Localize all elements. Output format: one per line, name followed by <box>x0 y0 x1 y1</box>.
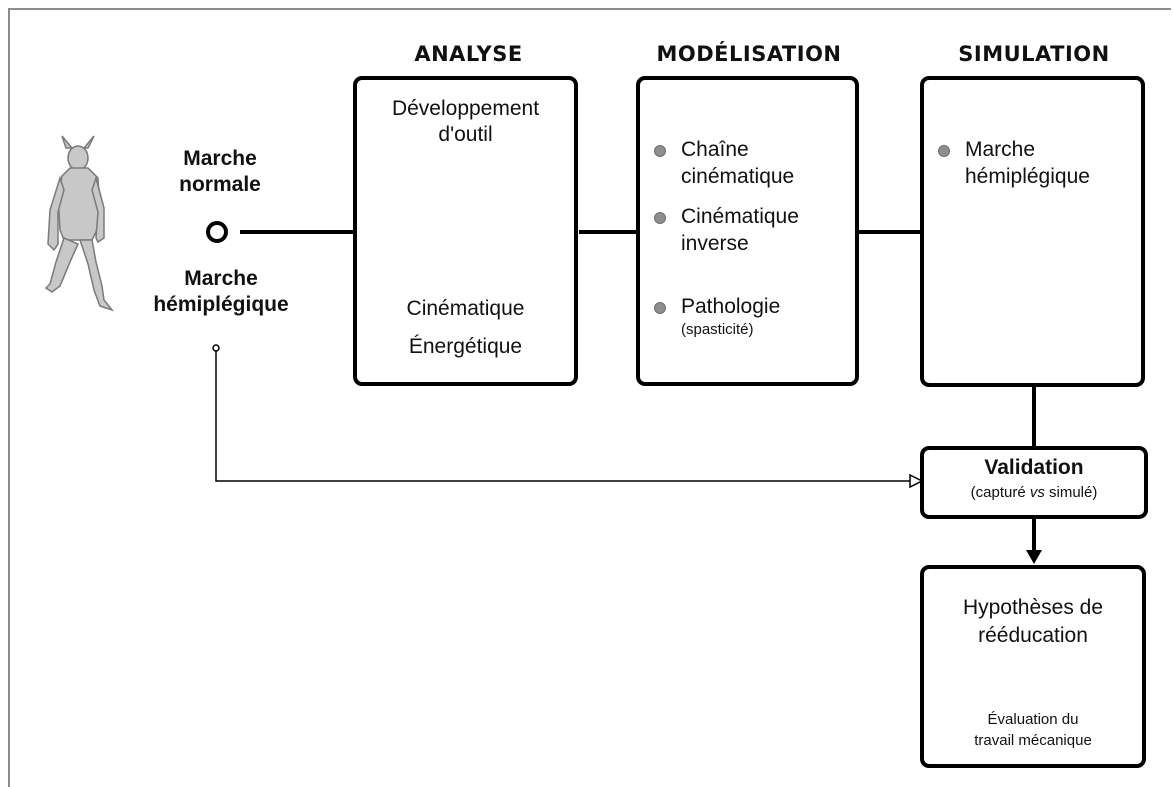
modelisation-item-2-line2: inverse <box>681 232 749 255</box>
bullet-icon <box>654 302 666 314</box>
analyse-bottom-line2: Énergétique <box>408 335 523 358</box>
analyse-box <box>353 76 578 386</box>
simulation-item-line2: hémiplégique <box>965 165 1090 188</box>
diagram-frame <box>8 8 1171 787</box>
open-arrowhead-icon <box>909 473 924 489</box>
connector-hemi-validation <box>215 351 910 482</box>
evaluation-line2: travail mécanique <box>974 732 1092 749</box>
bullet-icon <box>654 212 666 224</box>
analyse-bottom-line1: Cinématique <box>406 297 525 320</box>
column-title-simulation: SIMULATION <box>958 42 1110 66</box>
hypotheses-line2: rééducation <box>978 624 1088 647</box>
analyse-top-text: Développement d'outil <box>358 96 573 148</box>
down-arrowhead-icon <box>1026 550 1042 564</box>
input-label-normal: Marche normale <box>130 146 310 198</box>
validation-sub-before: (capturé <box>970 484 1030 501</box>
validation-sub-italic: vs <box>1029 484 1045 501</box>
input-label-normal-line1: Marche <box>183 147 257 170</box>
modelisation-item-2-line1: Cinématique <box>681 205 799 228</box>
hypotheses-box <box>920 565 1146 768</box>
simulation-item: Marche hémiplégique <box>965 136 1090 190</box>
column-title-analyse: ANALYSE <box>414 42 523 66</box>
input-label-hemiplegic: Marche hémiplégique <box>126 266 316 318</box>
modelisation-box <box>636 76 859 386</box>
evaluation-line1: Évaluation du <box>987 711 1079 728</box>
modelisation-item-1: Chaîne cinématique <box>681 136 794 190</box>
analyse-bottom-text: Cinématique Énergétique <box>358 290 573 366</box>
analyse-top-line2: d'outil <box>438 123 493 146</box>
validation-subtitle: (capturé vs simulé) <box>920 482 1148 504</box>
modelisation-item-3: Pathologie (spasticité) <box>681 293 780 340</box>
simulation-box <box>920 76 1145 387</box>
bullet-icon <box>938 145 950 157</box>
validation-sub-after: simulé) <box>1044 484 1098 501</box>
evaluation-text: Évaluation du travail mécanique <box>920 709 1146 751</box>
input-label-hemi-line1: Marche <box>184 267 258 290</box>
hypotheses-title: Hypothèses de rééducation <box>920 594 1146 650</box>
hemi-node-icon <box>212 344 220 352</box>
analyse-top-line1: Développement <box>391 97 540 120</box>
validation-box <box>920 446 1148 519</box>
column-title-modelisation: MODÉLISATION <box>656 42 842 66</box>
human-figure-icon <box>44 135 115 312</box>
modelisation-item-3-line2: (spasticité) <box>681 321 754 338</box>
bullet-icon <box>654 145 666 157</box>
simulation-item-line1: Marche <box>965 138 1036 161</box>
modelisation-item-1-line2: cinématique <box>681 165 795 188</box>
input-node-icon <box>206 221 228 243</box>
hypotheses-line1: Hypothèses de <box>962 596 1104 619</box>
validation-title: Validation <box>984 456 1084 479</box>
modelisation-item-1-line1: Chaîne <box>681 138 749 161</box>
modelisation-item-3-line1: Pathologie <box>681 295 781 318</box>
input-label-normal-line2: normale <box>179 173 261 196</box>
input-label-hemi-line2: hémiplégique <box>153 293 289 316</box>
modelisation-item-2: Cinématique inverse <box>681 203 799 257</box>
